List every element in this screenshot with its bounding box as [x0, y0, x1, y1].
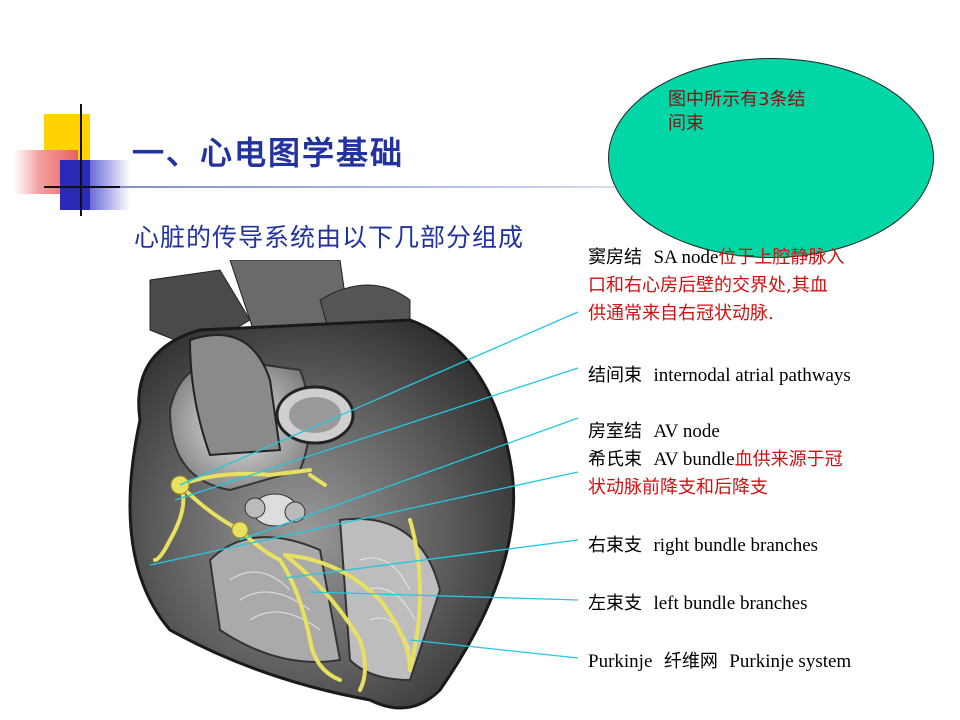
title-underline [120, 186, 740, 188]
label-left-bundle: 左束支 left bundle branches [588, 590, 808, 618]
deco-square-blue-fade [90, 160, 130, 210]
label-zh: 左束支 [588, 593, 642, 614]
label-zh: 纤维网 [663, 651, 718, 672]
deco-horizontal-line [44, 186, 130, 188]
label-internodal: 结间束 internodal atrial pathways [588, 362, 851, 390]
label-en: left bundle branches [653, 593, 808, 614]
label-av-bundle: 希氏束 AV bundle血供来源于冠 状动脉前降支和后降支 [588, 446, 843, 502]
label-en: AV bundle [653, 449, 735, 470]
slide-subtitle: 心脏的传导系统由以下几部分组成 [134, 223, 525, 252]
label-zh: 右束支 [588, 535, 642, 556]
label-zh: 窦房结 [588, 247, 642, 268]
label-note: 位于上腔静脉入 [718, 247, 845, 268]
label-note: 供通常来自右冠状动脉. [588, 303, 774, 324]
label-av-node: 房室结 AV node [588, 418, 720, 446]
deco-vertical-line [80, 104, 82, 216]
label-zh: 房室结 [588, 421, 642, 442]
callout-text-line: 图中所示有3条结 [668, 89, 806, 110]
label-note: 状动脉前降支和后降支 [588, 477, 768, 498]
label-en: right bundle branches [653, 535, 819, 556]
label-en: SA node [653, 247, 719, 268]
label-purkinje: Purkinje 纤维网 Purkinje system [588, 648, 851, 676]
label-sa-node: 窦房结 SA node位于上腔静脉入 口和右心房后壁的交界处,其血 供通常来自右… [588, 244, 844, 328]
label-en: AV node [653, 421, 720, 442]
label-en: Purkinje [588, 651, 653, 672]
label-en: internodal atrial pathways [653, 365, 851, 386]
label-right-bundle: 右束支 right bundle branches [588, 532, 818, 560]
slide-title: 一、心电图学基础 [132, 134, 405, 172]
callout-text: 图中所示有3条结 间束 [668, 88, 868, 136]
heart-cross-section-illustration [128, 260, 516, 710]
label-en: Purkinje system [729, 651, 852, 672]
label-zh: 希氏束 [588, 449, 642, 470]
callout-text-line: 间束 [668, 113, 704, 134]
label-note: 血供来源于冠 [734, 449, 843, 470]
label-zh: 结间束 [588, 365, 642, 386]
callout-ellipse [608, 58, 934, 258]
label-note: 口和右心房后壁的交界处,其血 [588, 275, 828, 296]
